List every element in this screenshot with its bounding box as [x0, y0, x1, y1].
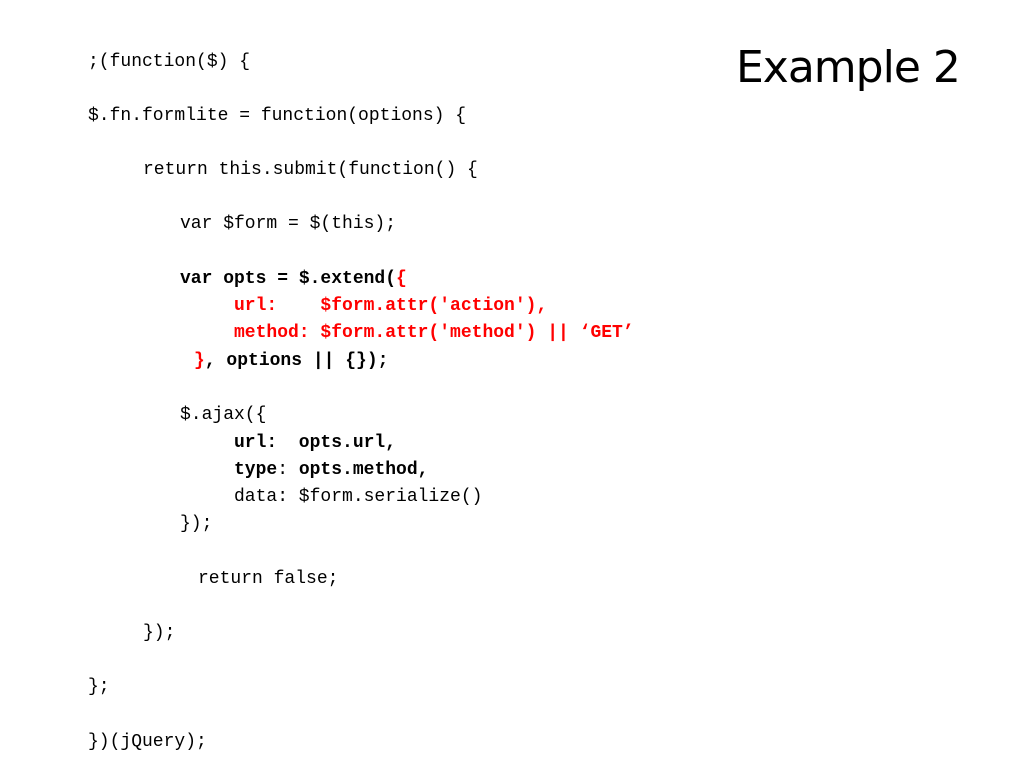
type-value: opts.method,: [298, 460, 429, 480]
code-line-2: $.fn.formlite = function(options) {: [88, 106, 467, 126]
extend-close-brace: }: [194, 351, 205, 371]
code-line-10: url: opts.url,: [234, 433, 397, 453]
code-line-17: })(jQuery);: [88, 732, 207, 752]
code-line-8: }, options || {});: [194, 350, 388, 372]
code-line-7: method: $form.attr('method') || ‘GET’: [234, 323, 634, 343]
code-line-12: data: $form.serialize(): [234, 487, 483, 507]
code-line-13: });: [180, 514, 213, 534]
extend-open-brace: {: [396, 269, 407, 289]
slide-title: Example 2: [736, 42, 961, 93]
code-line-6: url: $form.attr('action'),: [234, 296, 548, 316]
code-line-15: });: [143, 623, 176, 643]
code-line-9: $.ajax({: [180, 405, 267, 425]
code-line-3: return this.submit(function() {: [143, 160, 478, 180]
extend-call: var opts = $.extend(: [180, 269, 397, 289]
code-line-5: var opts = $.extend({: [180, 268, 407, 290]
extend-options: , options || {});: [204, 351, 389, 371]
code-line-14: return false;: [198, 569, 339, 589]
type-colon: :: [277, 460, 299, 480]
code-line-1: ;(function($) {: [88, 52, 251, 72]
type-key: type: [234, 460, 278, 480]
code-line-11: type: opts.method,: [234, 459, 428, 481]
code-line-4: var $form = $(this);: [180, 214, 397, 234]
code-line-16: };: [88, 677, 110, 697]
